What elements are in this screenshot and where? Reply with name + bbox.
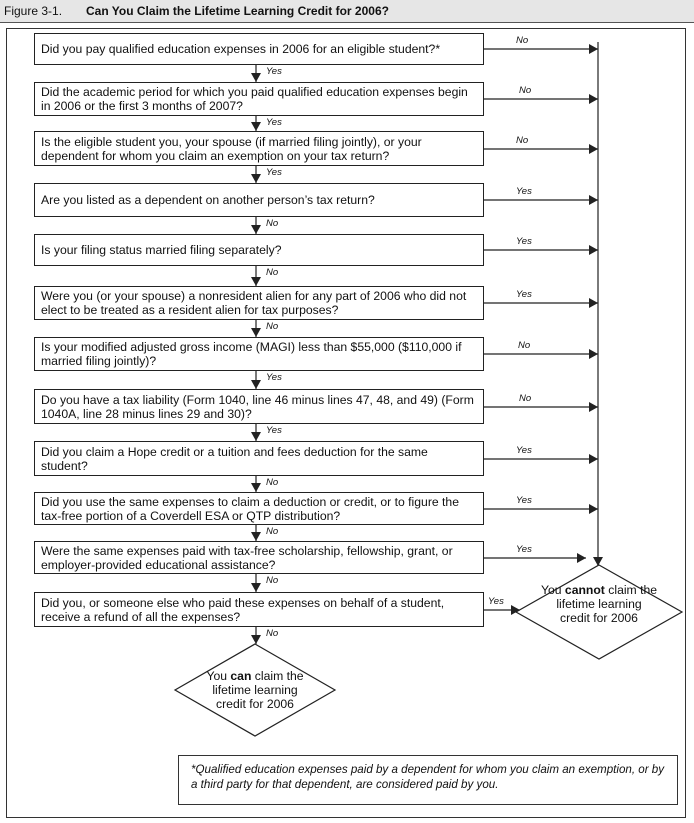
question-text: Do you have a tax liability (Form 1040, … [41, 392, 474, 421]
side-label-10: Yes [516, 495, 532, 506]
down-arrowhead-6 [251, 328, 261, 337]
down-label-3: Yes [266, 167, 282, 178]
figure-title-bar: Figure 3-1. Can You Claim the Lifetime L… [0, 0, 694, 23]
question-text: Is the eligible student you, your spouse… [41, 134, 422, 163]
question-text: Did you use the same expenses to claim a… [41, 494, 459, 523]
question-box-3: Is the eligible student you, your spouse… [34, 131, 484, 166]
question-box-7: Is your modified adjusted gross income (… [34, 337, 484, 371]
side-arrowhead-12 [511, 605, 520, 615]
side-arrowhead-4 [589, 195, 598, 205]
outcome-cannot-text: You cannot claim the lifetime learning c… [540, 583, 658, 625]
question-box-11: Were the same expenses paid with tax-fre… [34, 541, 484, 574]
side-arrowhead-11 [577, 553, 586, 563]
down-arrowhead-10 [251, 532, 261, 541]
side-arrowhead-1 [589, 44, 598, 54]
side-arrowhead-3 [589, 144, 598, 154]
side-arrowhead-9 [589, 454, 598, 464]
down-label-10: No [266, 526, 279, 537]
down-label-8: Yes [266, 425, 282, 436]
side-arrowhead-6 [589, 298, 598, 308]
question-text: Is your modified adjusted gross income (… [41, 340, 462, 368]
down-label-1: Yes [266, 66, 282, 77]
outcome-cannot-diamond [514, 564, 684, 660]
side-arrowhead-8 [589, 402, 598, 412]
question-text: Did you claim a Hope credit or a tuition… [41, 444, 428, 473]
down-label-6: No [266, 321, 279, 332]
side-label-3: No [516, 135, 529, 146]
outcome-can-text: You can claim the lifetime learning cred… [206, 669, 304, 711]
question-box-5: Is your filing status married filing sep… [34, 234, 484, 266]
question-text: Were you (or your spouse) a nonresident … [41, 289, 467, 317]
down-arrowhead-3 [251, 174, 261, 183]
question-text: Were the same expenses paid with tax-fre… [41, 543, 453, 572]
question-box-12: Did you, or someone else who paid these … [34, 592, 484, 627]
down-arrowhead-12 [251, 635, 261, 644]
down-arrowhead-4 [251, 225, 261, 234]
question-box-2: Did the academic period for which you pa… [34, 82, 484, 116]
down-arrowhead-11 [251, 583, 261, 592]
question-box-10: Did you use the same expenses to claim a… [34, 492, 484, 525]
figure-frame [6, 28, 686, 818]
side-label-9: Yes [516, 445, 532, 456]
side-arrowhead-7 [589, 349, 598, 359]
figure-label: Figure 3-1. [4, 4, 63, 18]
down-label-12: No [266, 628, 279, 639]
down-label-7: Yes [266, 372, 282, 383]
side-label-1: No [516, 35, 529, 46]
question-box-6: Were you (or your spouse) a nonresident … [34, 286, 484, 320]
down-arrowhead-1 [251, 73, 261, 82]
side-arrowhead-5 [589, 245, 598, 255]
question-box-9: Did you claim a Hope credit or a tuition… [34, 441, 484, 476]
down-arrowhead-2 [251, 122, 261, 131]
outcome-can-diamond [173, 643, 337, 737]
down-arrowhead-5 [251, 277, 261, 286]
down-arrowhead-7 [251, 380, 261, 389]
question-text: Is your filing status married filing sep… [41, 243, 282, 257]
question-text: Did the academic period for which you pa… [41, 85, 468, 113]
side-label-4: Yes [516, 186, 532, 197]
side-arrowhead-10 [589, 504, 598, 514]
question-box-1: Did you pay qualified education expenses… [34, 33, 484, 65]
side-label-7: No [518, 340, 531, 351]
side-arrowhead-2 [589, 94, 598, 104]
side-label-6: Yes [516, 289, 532, 300]
side-label-12: Yes [488, 596, 504, 607]
down-label-4: No [266, 218, 279, 229]
down-label-9: No [266, 477, 279, 488]
question-text: Are you listed as a dependent on another… [41, 193, 375, 207]
side-label-5: Yes [516, 236, 532, 247]
down-arrowhead-9 [251, 483, 261, 492]
down-label-11: No [266, 575, 279, 586]
side-label-2: No [519, 85, 532, 96]
footnote: *Qualified education expenses paid by a … [178, 755, 678, 805]
figure-title: Can You Claim the Lifetime Learning Cred… [86, 4, 389, 18]
question-text: Did you, or someone else who paid these … [41, 595, 445, 624]
side-label-11: Yes [516, 544, 532, 555]
down-arrowhead-8 [251, 432, 261, 441]
down-label-5: No [266, 267, 279, 278]
question-box-4: Are you listed as a dependent on another… [34, 183, 484, 217]
question-text: Did you pay qualified education expenses… [41, 42, 441, 56]
down-label-2: Yes [266, 117, 282, 128]
trunk-arrowhead [593, 557, 603, 566]
question-box-8: Do you have a tax liability (Form 1040, … [34, 389, 484, 424]
side-label-8: No [519, 393, 532, 404]
